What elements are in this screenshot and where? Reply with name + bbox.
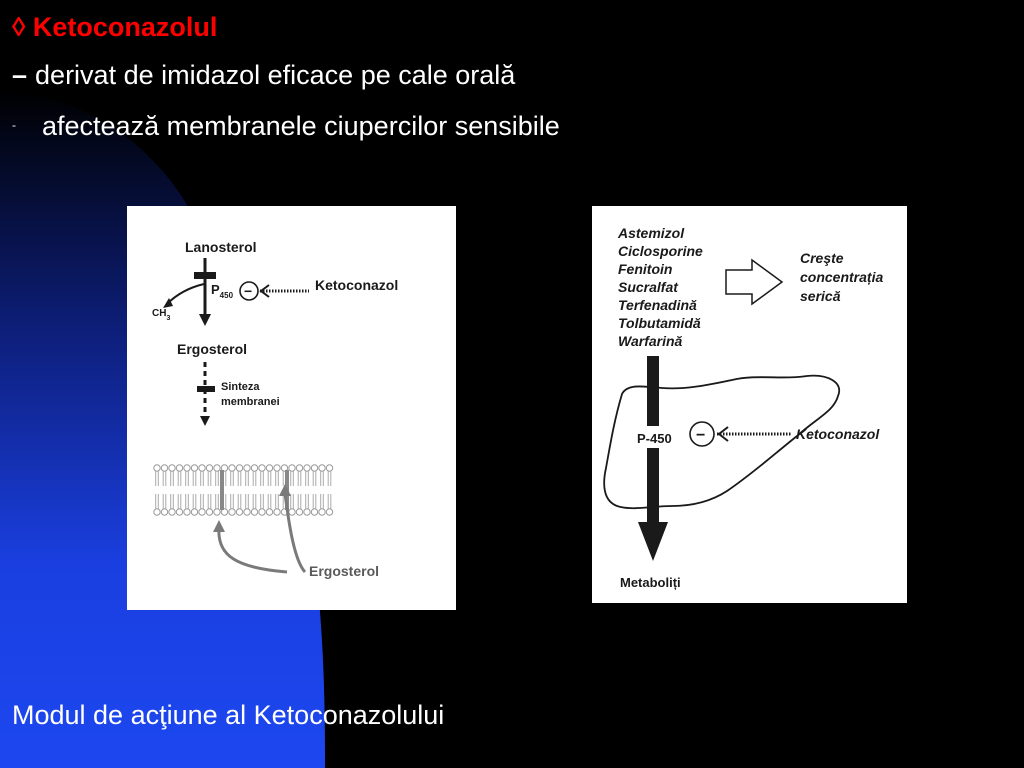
drug-item: Tolbutamidă [618, 315, 701, 331]
dash-bullet: – [12, 60, 28, 90]
inhibit-arrow-icon [717, 426, 729, 442]
sinteza-label-2: membranei [221, 396, 280, 408]
down-arrow-icon [199, 314, 211, 326]
description-line: –derivat de imidazol eficace pe cale ora… [12, 62, 515, 89]
ergosterol-synthesis-figure: Lanosterol CH3 P450 − Ketoconazol Ergost… [127, 206, 456, 610]
description-text: derivat de imidazol eficace pe cale oral… [35, 60, 516, 90]
drug-item: Fenitoin [618, 261, 672, 277]
minus-sign: − [696, 427, 705, 444]
drug-item: Warfarină [618, 333, 683, 349]
sinteza-label-1: Sinteza [221, 381, 260, 393]
cell-membrane-bilayer [153, 464, 334, 516]
slide-caption: Modul de acţiune al Ketoconazolului [12, 700, 445, 730]
bullet-text: afectează membranele ciupercilor sensibi… [42, 111, 560, 141]
liver-outline [603, 374, 841, 510]
block-bar [194, 272, 216, 279]
block-bar-2 [197, 386, 215, 392]
diamond-icon: ◊ [12, 12, 26, 42]
insertion-arrow-1 [217, 527, 288, 574]
p450-label: P450 [211, 282, 234, 300]
minus-sign: − [244, 283, 252, 299]
title-text: Ketoconazolul [32, 12, 218, 42]
ergosterol-bottom-label: Ergosterol [309, 563, 379, 579]
down-arrow-icon-2 [200, 416, 210, 426]
drug-list: AstemizolCiclosporineFenitoinSucralfatTe… [617, 225, 703, 349]
ketoconazol-label: Ketoconazol [315, 277, 398, 293]
outline-arrow-icon [725, 258, 784, 306]
drug-item: Terfenadină [618, 297, 697, 313]
metaboliti-label: Metaboliți [620, 575, 681, 590]
creste-label-1: Creşte [800, 250, 844, 266]
bullet-line: - afectează membranele ciupercilor sensib… [12, 113, 560, 140]
ketoconazol-label: Ketoconazol [796, 426, 880, 442]
hyphen-bullet: - [12, 117, 16, 132]
inhibition-circle-icon [239, 281, 259, 301]
ch3-label: CH3 [152, 308, 170, 322]
inhibit-arrow-icon [259, 284, 270, 298]
lanosterol-label: Lanosterol [185, 239, 257, 255]
p450-label: P-450 [637, 431, 672, 446]
creste-label-2: concentrația [800, 269, 883, 285]
creste-label-3: serică [800, 288, 841, 304]
metabolism-arrow-head-icon [638, 522, 668, 561]
insertion-arrow-2 [283, 493, 307, 574]
slide-title: ◊ Ketoconazolul [12, 14, 217, 41]
drug-item: Sucralfat [618, 279, 679, 295]
drug-item: Astemizol [617, 225, 685, 241]
inhibition-circle-icon [689, 421, 715, 447]
ergosterol-top-label: Ergosterol [177, 341, 247, 357]
branch-arrow-icon [163, 298, 173, 308]
drug-item: Ciclosporine [618, 243, 703, 259]
p450-box [632, 426, 678, 448]
